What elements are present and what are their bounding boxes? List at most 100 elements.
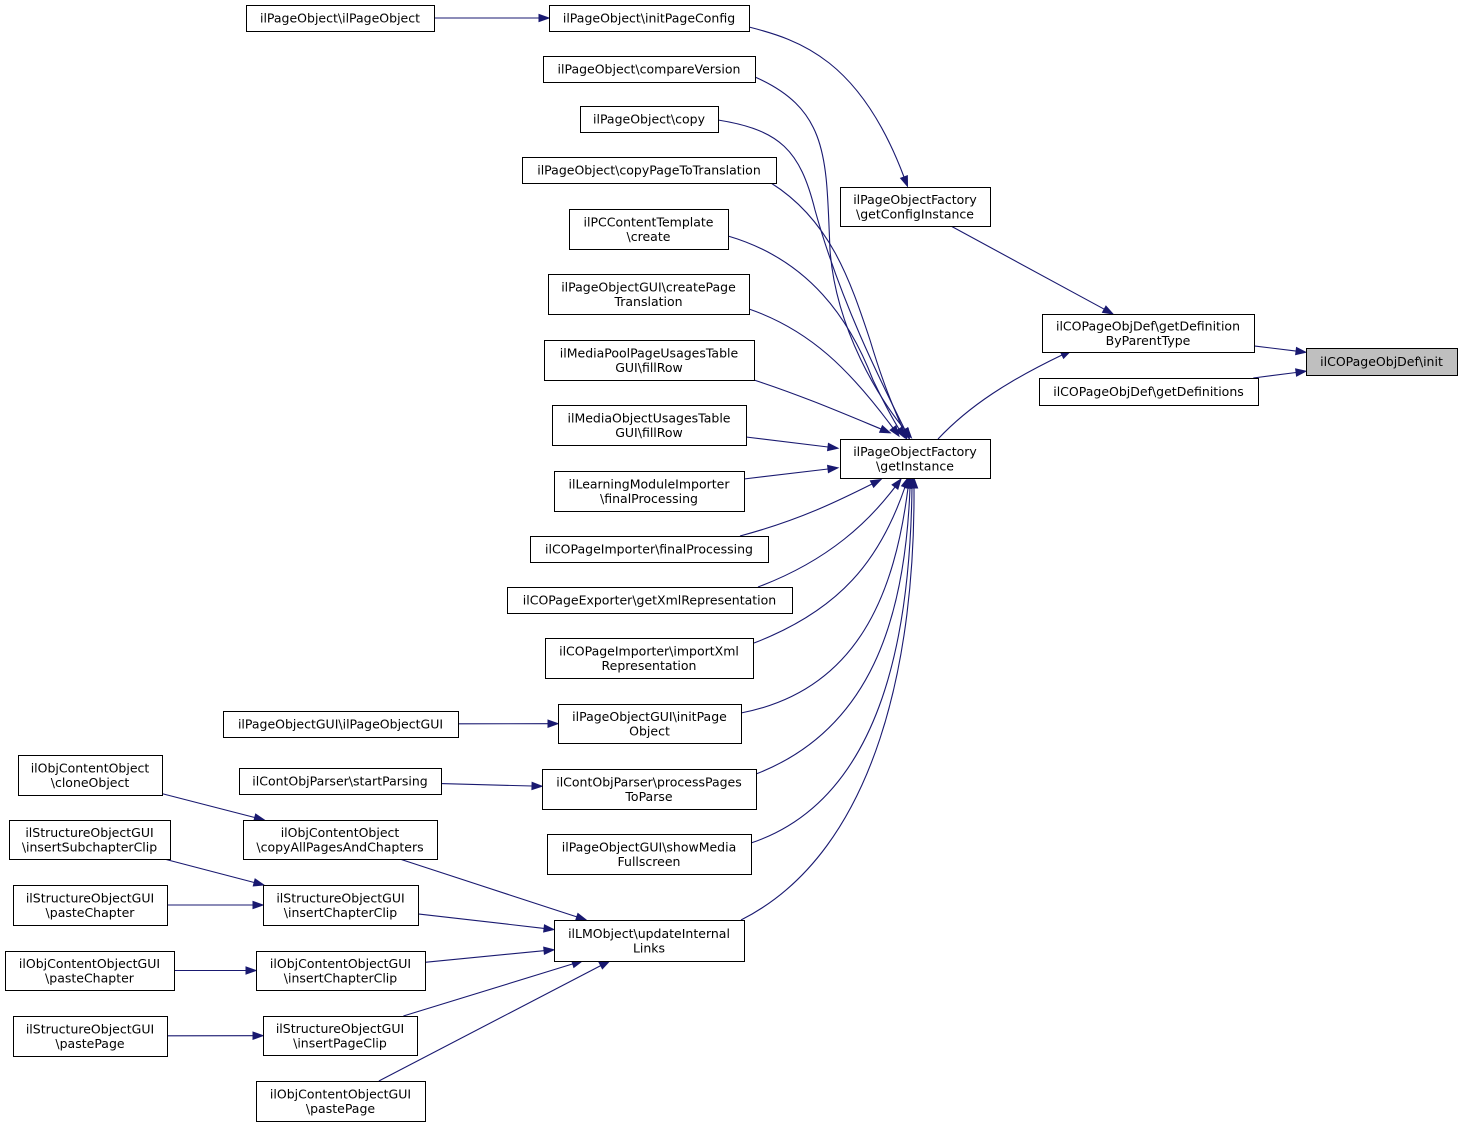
node-box xyxy=(9,820,171,860)
node-label-line: Links xyxy=(633,940,665,955)
edge-arrowhead xyxy=(889,425,900,438)
node-soInsertPageClip[interactable]: ilStructureObjectGUI\insertPageClip xyxy=(263,1016,418,1056)
node-ocPasteChapter[interactable]: ilObjContentObjectGUI\pasteChapter xyxy=(5,951,175,991)
node-label-line: ilObjContentObjectGUI xyxy=(19,956,160,971)
edge-arrowhead xyxy=(891,477,902,491)
node-getXmlRepresentation[interactable]: ilCOPageExporter\getXmlRepresentation xyxy=(507,587,793,614)
edge-line xyxy=(403,963,573,1017)
edge-line xyxy=(1253,345,1297,352)
node-compareVersion[interactable]: ilPageObject\compareVersion xyxy=(543,56,756,83)
node-box xyxy=(5,951,175,991)
node-coPageImporterFinal[interactable]: ilCOPageImporter\finalProcessing xyxy=(530,536,769,563)
node-initPageConfig[interactable]: ilPageObject\initPageConfig xyxy=(549,5,750,32)
edge-line xyxy=(745,436,829,448)
edge-line xyxy=(950,225,1105,310)
node-soInsertChapterClip[interactable]: ilStructureObjectGUI\insertChapterClip xyxy=(263,885,419,926)
node-box xyxy=(1039,378,1259,406)
node-startParsing[interactable]: ilContObjParser\startParsing xyxy=(239,768,442,795)
node-label-line: ilCOPageObjDef\getDefinitions xyxy=(1053,384,1244,399)
edge-getDefinitions-to-init xyxy=(1253,368,1308,379)
node-label-line: \insertSubchapterClip xyxy=(22,839,157,854)
edge-line xyxy=(424,950,545,963)
node-box xyxy=(256,951,426,991)
edge-soInsertChapterClip-to-updateInternalLinks xyxy=(417,913,556,933)
node-label-line: ilMediaPoolPageUsagesTable xyxy=(560,345,739,360)
node-insertSubchapterClip[interactable]: ilStructureObjectGUI\insertSubchapterCli… xyxy=(9,820,171,860)
node-label-line: ilObjContentObjectGUI xyxy=(270,1086,411,1101)
node-soPasteChapter[interactable]: ilStructureObjectGUI\pasteChapter xyxy=(13,885,168,926)
edge-line xyxy=(757,486,896,588)
node-label-line: Object xyxy=(629,723,670,738)
edge-line xyxy=(740,487,909,714)
edge-arrowhead xyxy=(538,13,551,23)
edge-mediaPoolFillRow-to-getInstance xyxy=(753,379,892,434)
node-ilPageObjectCtor[interactable]: ilPageObject\ilPageObject xyxy=(246,5,435,32)
node-label-line: \finalProcessing xyxy=(600,491,698,506)
node-label-line: ilObjContentObject xyxy=(281,825,400,840)
edge-line xyxy=(740,487,915,921)
node-label-line: Fullscreen xyxy=(618,854,681,869)
node-getInstance[interactable]: ilPageObjectFactory\getInstance xyxy=(840,439,991,479)
edge-line xyxy=(755,487,911,775)
node-box xyxy=(547,834,752,875)
node-label-line: ilLMObject\updateInternal xyxy=(568,926,730,941)
node-copy[interactable]: ilPageObject\copy xyxy=(580,106,719,133)
node-label-line: Representation xyxy=(602,658,697,673)
node-label-line: ilStructureObjectGUI xyxy=(276,1021,404,1036)
edge-soInsertPageClip-to-updateInternalLinks xyxy=(403,959,584,1017)
node-copyPageToTranslation[interactable]: ilPageObject\copyPageToTranslation xyxy=(522,157,777,184)
node-ocInsertChapterClip[interactable]: ilObjContentObjectGUI\insertChapterClip xyxy=(256,951,426,991)
node-label-line: ilPageObjectGUI\ilPageObjectGUI xyxy=(238,717,443,732)
edge-arrowhead xyxy=(252,878,266,887)
node-label-line: ilCOPageImporter\finalProcessing xyxy=(545,542,753,557)
node-box xyxy=(256,1081,426,1122)
node-label-line: \pasteChapter xyxy=(46,905,136,920)
node-cloneObject[interactable]: ilObjContentObject\cloneObject xyxy=(18,755,163,796)
edge-insertSubchapterClip-to-soInsertChapterClip xyxy=(164,858,266,887)
node-box xyxy=(542,769,757,810)
node-box xyxy=(840,187,991,227)
node-label-line: ilContObjParser\startParsing xyxy=(252,774,427,789)
node-label-line: \getConfigInstance xyxy=(856,206,974,221)
edge-arrowhead xyxy=(1101,305,1115,315)
node-copyAllPagesAndChapters[interactable]: ilObjContentObject\copyAllPagesAndChapte… xyxy=(243,820,438,860)
edge-arrowhead xyxy=(895,426,906,439)
node-ocPastePage[interactable]: ilObjContentObjectGUI\pastePage xyxy=(256,1081,426,1122)
node-box xyxy=(554,471,745,512)
node-box xyxy=(840,439,991,479)
node-label-line: ilPCContentTemplate xyxy=(584,214,714,229)
node-label-line: \pastePage xyxy=(55,1036,124,1051)
node-label-line: \insertChapterClip xyxy=(284,905,397,920)
edge-arrowhead xyxy=(826,464,840,474)
node-label-line: ilStructureObjectGUI xyxy=(25,825,153,840)
node-box xyxy=(569,209,729,250)
edge-arrowhead xyxy=(1295,346,1308,356)
edge-line xyxy=(399,858,577,918)
node-getConfigInstance[interactable]: ilPageObjectFactory\getConfigInstance xyxy=(840,187,991,227)
node-soPastePage[interactable]: ilStructureObjectGUI\pastePage xyxy=(13,1016,168,1057)
node-box xyxy=(580,106,719,133)
node-getDefinitions[interactable]: ilCOPageObjDef\getDefinitions xyxy=(1039,378,1259,406)
node-box xyxy=(545,638,754,679)
edge-line xyxy=(753,486,906,644)
edge-getDefinitionByParentType-to-init xyxy=(1253,345,1308,356)
node-init[interactable]: ilCOPageObjDef\init xyxy=(1306,348,1458,376)
edge-showMediaFullscreen-to-getInstance xyxy=(750,476,917,844)
node-pcCreate[interactable]: ilPCContentTemplate\create xyxy=(569,209,729,250)
node-box xyxy=(13,1016,168,1057)
edge-mediaObjectFillRow-to-getInstance xyxy=(745,436,840,452)
edges-layer xyxy=(161,13,1308,1082)
node-label-line: ilObjContentObjectGUI xyxy=(270,956,411,971)
node-ilPageObjectGUICtor[interactable]: ilPageObjectGUI\ilPageObjectGUI xyxy=(223,711,459,738)
node-lmImporterFinal[interactable]: ilLearningModuleImporter\finalProcessing xyxy=(554,471,745,512)
edge-line xyxy=(743,468,829,480)
